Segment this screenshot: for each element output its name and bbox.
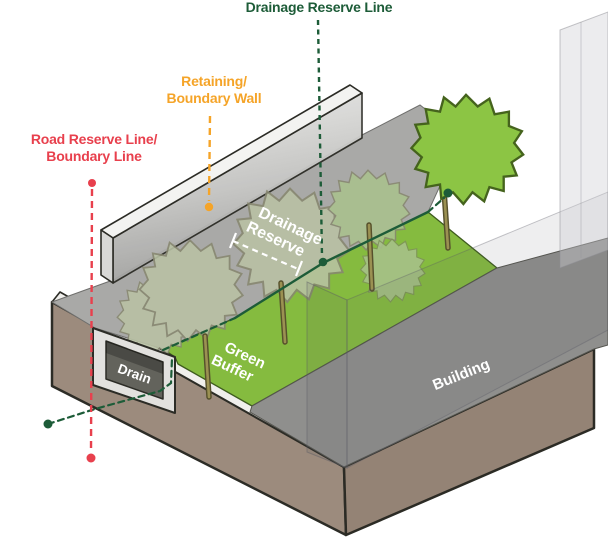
- building-volume: [306, 11, 608, 469]
- retaining-wall: [100, 84, 363, 284]
- drainage-reserve-leader: [316, 19, 328, 267]
- ground-line-dashed-mid: [161, 316, 237, 352]
- dimension-dashes: [232, 239, 299, 271]
- retaining-wall-leader: [204, 115, 214, 212]
- drain-opening-shadow: [106, 341, 163, 374]
- building-volume-rear-slab: [559, 11, 608, 269]
- dimension-tick-right: [294, 260, 304, 277]
- building-volume-left-face: [306, 281, 348, 469]
- road-reserve-leader-top-dot: [88, 179, 96, 187]
- bright-tree-crown: [410, 93, 525, 206]
- drainage-reserve-leader-dot: [318, 257, 328, 267]
- ground-line-dashed-right: [426, 196, 446, 214]
- retaining-wall-end-face: [100, 229, 114, 284]
- dimension-tick-left: [228, 232, 238, 249]
- road-reserve-label-line2: Boundary Line: [46, 148, 142, 164]
- ground-line-start-dot: [43, 419, 53, 429]
- retaining-wall-leader-line: [207, 115, 212, 202]
- road-reserve-label-line1: Road Reserve Line/: [31, 131, 158, 147]
- tree-trunks: [202, 187, 451, 400]
- drainage-reserve-line-label: Drainage Reserve Line: [246, 0, 393, 15]
- road-reserve-leader-line: [89, 188, 94, 453]
- earth-right-face-shade: [344, 349, 594, 535]
- retaining-wall-leader-dot: [204, 202, 214, 212]
- drain-opening: [105, 340, 164, 400]
- ground-line-dashed-left: [46, 356, 174, 426]
- retaining-wall-label-line1: Retaining/: [181, 73, 247, 89]
- drainage-reserve-leader-line: [316, 19, 324, 258]
- drainage-reserve-dimension: [228, 232, 304, 277]
- road-reserve-leader-bottom-dot: [86, 453, 96, 463]
- building-strip-surface: [249, 237, 608, 468]
- road-reserve-leader: [86, 179, 96, 463]
- building-volume-right-face: [346, 191, 608, 469]
- ground-line-end-dot: [443, 188, 453, 198]
- retaining-wall-label-line2: Boundary Wall: [167, 90, 262, 106]
